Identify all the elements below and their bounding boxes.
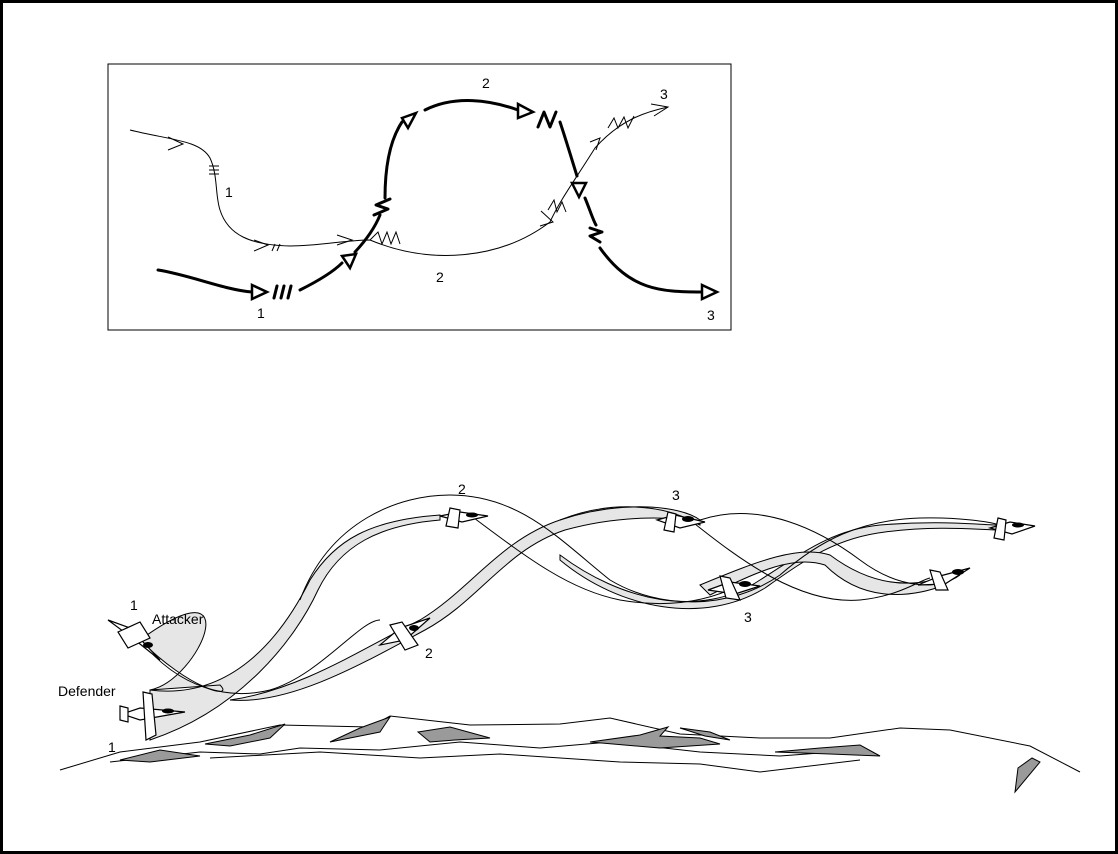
terrain [59,715,1081,794]
aircraft-lower-3 [707,575,761,601]
inset-label-thick-1: 1 [257,305,265,321]
flight-ribbons [139,494,1001,741]
lower-position-2: 2 [425,645,433,661]
lower-position-3: 3 [744,609,752,625]
aircraft-right-upper [987,517,1036,541]
defender-label: Defender [58,683,116,699]
inset-label-thick-2: 2 [482,75,490,91]
aircraft-lower-2 [377,617,431,651]
aircraft-right-lower [917,567,971,591]
inset-diagram: 1 1 2 2 3 3 [107,63,732,331]
aircraft-upper-3 [654,511,706,533]
inset-label-thick-3: 3 [707,307,715,323]
inset-thick-path [156,99,720,301]
inset-border [107,63,732,331]
inset-label-thin-3: 3 [660,86,668,102]
main-illustration: Attacker Defender 1 1 2 2 3 3 [58,481,1081,794]
aircraft-attacker-1 [107,619,161,661]
inset-label-thin-1: 1 [225,184,233,200]
aircraft-upper-2 [439,507,489,529]
inset-thin-path [129,103,670,256]
aircraft-defender-1 [119,691,186,741]
attacker-label: Attacker [152,611,204,627]
upper-position-2: 2 [458,481,466,497]
inset-label-thin-2: 2 [436,269,444,285]
defender-position-1: 1 [108,739,116,755]
upper-position-3: 3 [672,487,680,503]
attacker-position-1: 1 [130,597,138,613]
